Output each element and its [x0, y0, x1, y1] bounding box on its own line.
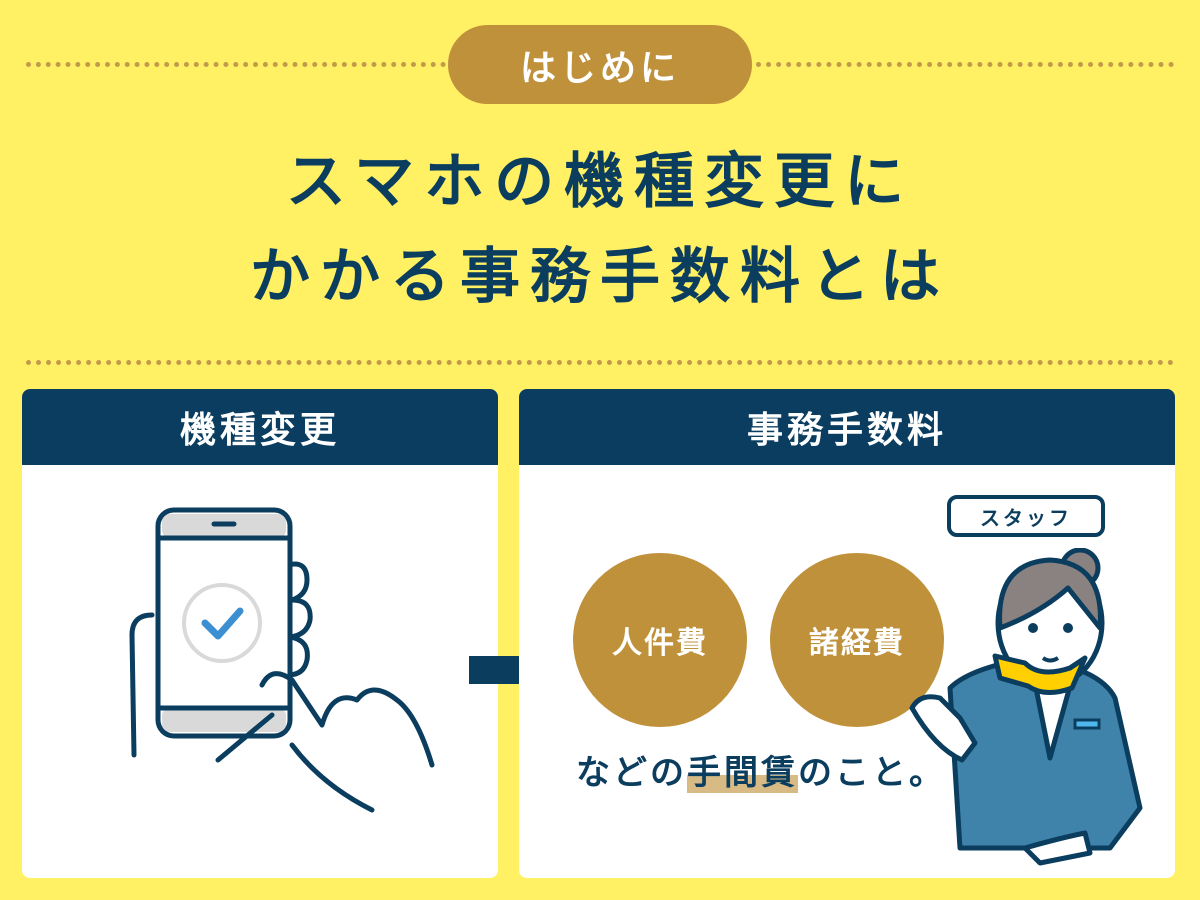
labor-cost-circle: 人件費: [573, 553, 747, 727]
fee-description: などの手間賃のこと。: [576, 745, 946, 794]
divider-middle: [26, 360, 1174, 365]
title-line-1: スマホの機種変更に: [285, 147, 915, 217]
note-highlight: 手間賃: [687, 753, 798, 793]
panel-header: 機種変更: [22, 389, 498, 465]
panel-header: 事務手数料: [519, 389, 1175, 465]
note-after: のこと。: [798, 753, 946, 793]
expenses-circle: 諸経費: [770, 553, 944, 727]
note-before: などの: [576, 753, 687, 793]
intro-badge: はじめに: [448, 25, 752, 104]
staff-illustration: [909, 548, 1143, 866]
divider-top-left: [26, 62, 446, 67]
divider-top-right: [756, 62, 1174, 67]
staff-label: スタッフ: [947, 495, 1105, 537]
title-line-2: かかる事務手数料とは: [250, 242, 950, 312]
model-change-panel: 機種変更: [22, 389, 498, 878]
phone-in-hand-icon: [129, 507, 435, 813]
